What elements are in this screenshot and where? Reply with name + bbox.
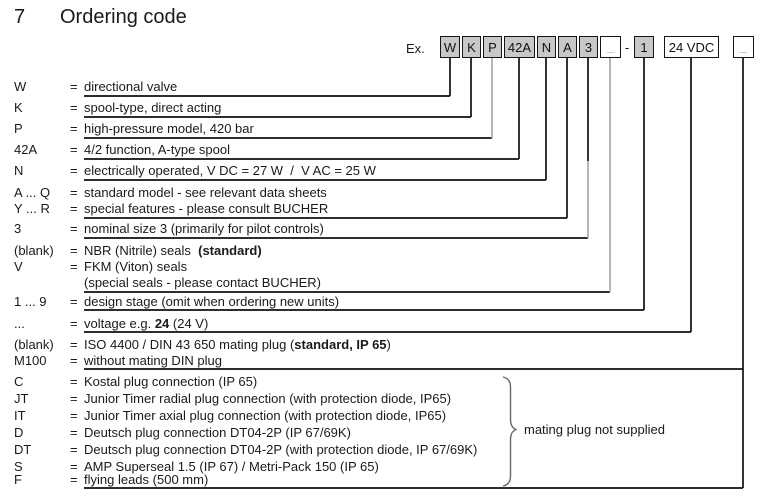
legend-row-aq: A ... Q=standard model - see relevant da… (14, 185, 327, 200)
legend-row-c: C=Kostal plug connection (IP 65) (14, 374, 258, 389)
legend-row-42a: 42A=4/2 function, A-type spool (14, 142, 230, 157)
code-box-seal-blank: _ (600, 36, 621, 58)
example-label: Ex. (406, 41, 425, 56)
section-number: 7 (14, 6, 26, 28)
code-box-n: N (537, 36, 556, 58)
code-box-p: P (483, 36, 502, 58)
legend-row-dt: DT=Deutsch plug connection DT04-2P (with… (14, 442, 478, 457)
legend-row-p: P=high-pressure model, 420 bar (14, 121, 254, 136)
code-separator: - (624, 39, 630, 55)
legend-row-w: W=directional valve (14, 79, 178, 94)
code-box-3: 3 (579, 36, 598, 58)
legend-row-3: 3=nominal size 3 (primarily for pilot co… (14, 221, 324, 236)
legend-row-design-stage: 1 ... 9=design stage (omit when ordering… (14, 294, 340, 309)
legend-row-m100: M100=without mating DIN plug (14, 353, 223, 368)
code-box-w: W (440, 36, 460, 58)
legend-row-d: D=Deutsch plug connection DT04-2P (IP 67… (14, 425, 351, 440)
code-box-voltage: 24 VDC (664, 36, 719, 58)
legend-row-it: IT=Junior Timer axial plug connection (w… (14, 408, 447, 423)
legend-row-voltage: ...=voltage e.g. 24 (24 V) (14, 316, 209, 331)
legend-row-fkm: V=FKM (Viton) seals (14, 259, 188, 274)
legend-row-n: N=electrically operated, V DC = 27 W / V… (14, 163, 376, 178)
legend-row-nbr: (blank)=NBR (Nitrile) seals (standard) (14, 243, 262, 258)
legend-row-k: K=spool-type, direct acting (14, 100, 222, 115)
legend-row-special-seals: (special seals - please contact BUCHER) (84, 275, 321, 290)
code-box-a: A (558, 36, 577, 58)
legend-row-iso-plug: (blank)=ISO 4400 / DIN 43 650 mating plu… (14, 337, 391, 352)
legend-row-f: F=flying leads (500 mm) (14, 472, 209, 487)
code-box-k: K (462, 36, 481, 58)
legend-row-yr: Y ... R=special features - please consul… (14, 201, 329, 216)
page-title: Ordering code (60, 6, 187, 28)
legend-row-s: S=AMP Superseal 1.5 (IP 67) / Metri-Pack… (14, 459, 379, 474)
code-box-design-stage: 1 (634, 36, 654, 58)
brace-annotation: mating plug not supplied (524, 422, 665, 437)
legend-row-jt: JT=Junior Timer radial plug connection (… (14, 391, 452, 406)
code-box-plug-blank: _ (733, 36, 754, 58)
code-box-42a: 42A (504, 36, 535, 58)
